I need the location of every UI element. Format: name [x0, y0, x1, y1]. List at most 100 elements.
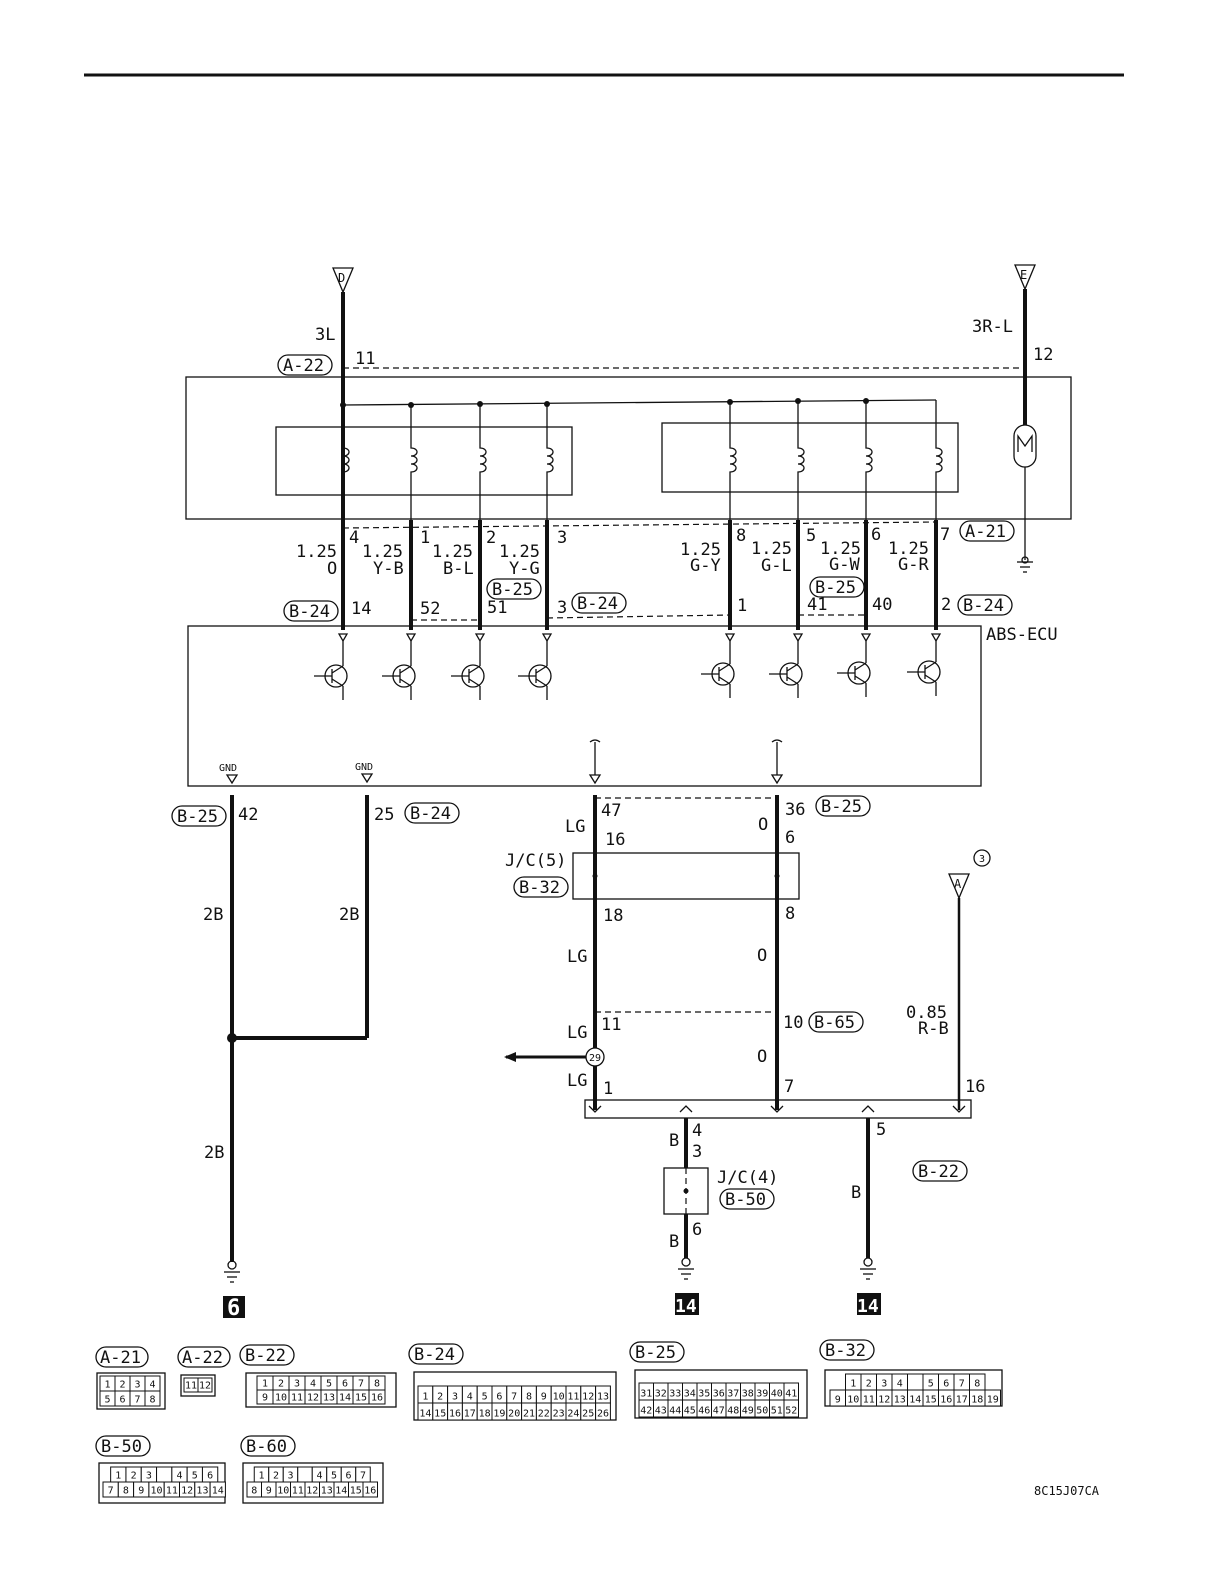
pin-47: 47: [601, 801, 621, 821]
connector-pin-cell: [984, 1389, 1001, 1407]
connector-pin-cell: [362, 1481, 378, 1498]
wire-b-1: B: [669, 1131, 679, 1151]
wire-lg-3: LG: [567, 1023, 587, 1043]
wire-o-1: O: [758, 815, 768, 835]
connector-pin-number: 50: [756, 1406, 768, 1417]
connector-pin-number: 5: [104, 1395, 110, 1406]
svg-text:1.25: 1.25: [751, 539, 792, 559]
connector-pin-number: 3: [452, 1392, 458, 1403]
connector-pin-number: 11: [567, 1392, 579, 1403]
connector-pin-number: 3: [294, 1379, 300, 1390]
splice-29: 29: [504, 1047, 605, 1067]
wire-3rl-label: 3R-L: [972, 317, 1013, 337]
connector-pin-number: 2: [278, 1379, 284, 1390]
svg-text:B-24: B-24: [289, 602, 330, 622]
pin-b24-14: 14: [351, 599, 371, 619]
connector-pin-number: 7: [959, 1379, 965, 1390]
connector-pin-number: 9: [266, 1486, 272, 1497]
abs-ecu-box: [187, 625, 982, 787]
connector-pin-number: 15: [350, 1486, 362, 1497]
pin-b24-2: 2: [941, 595, 951, 615]
svg-text:14: 14: [857, 1296, 879, 1317]
connector-pin-number: 4: [149, 1380, 155, 1391]
ground-point-14b: 14: [857, 1293, 881, 1317]
svg-text:B-22: B-22: [918, 1162, 959, 1182]
connector-pin-number: 1: [115, 1471, 121, 1482]
svg-text:1.25: 1.25: [499, 542, 540, 562]
pin-8: 8: [785, 904, 795, 924]
svg-text:B-24: B-24: [410, 804, 451, 824]
svg-text:1.25: 1.25: [888, 539, 929, 559]
connector-pin-number: 11: [292, 1486, 304, 1497]
connector-b65-tag: B-65: [808, 1011, 864, 1033]
pin-a21-7: 7: [940, 525, 950, 545]
abs-ecu-label: ABS-ECU: [986, 625, 1058, 645]
connector-pin-number: 4: [176, 1471, 182, 1482]
connector-pin-number: 10: [151, 1486, 163, 1497]
svg-text:G-R: G-R: [898, 555, 929, 575]
svg-text:B-24: B-24: [577, 594, 618, 614]
connector-pin-cell: [197, 1377, 213, 1393]
connector-pin-number: 49: [742, 1406, 754, 1417]
pin-42: 42: [238, 805, 258, 825]
svg-text:B-25: B-25: [821, 797, 862, 817]
pin-4-b22: 4: [692, 1121, 702, 1141]
wire-color-labels: O Y-B B-L Y-G G-Y G-L G-W G-R: [327, 555, 929, 579]
connector-pin-number: 31: [640, 1389, 652, 1400]
ecu-inputs: [337, 633, 942, 643]
connector-pin-number: 9: [138, 1486, 144, 1497]
wire-lg-2: LG: [567, 947, 587, 967]
connector-pin-number: 16: [371, 1393, 383, 1404]
connector-pin-number: 2: [119, 1380, 125, 1391]
pin-16-b22: 16: [965, 1077, 985, 1097]
connector-pin-number: 4: [310, 1379, 316, 1390]
svg-text:A-22: A-22: [283, 356, 324, 376]
connector-pin-number: 20: [508, 1409, 520, 1420]
connector-pin-number: 35: [698, 1389, 710, 1400]
connector-b25-tag-gnd: B-25: [171, 805, 227, 827]
hydraulic-unit-box: [185, 376, 1072, 520]
terminal-e: E: [1014, 264, 1036, 291]
connector-pin-number: 14: [909, 1395, 921, 1406]
pin-a21-3: 3: [557, 528, 567, 548]
connector-pin-number: 41: [785, 1389, 797, 1400]
pin-b25-41: 41: [807, 595, 827, 615]
svg-text:B-25: B-25: [635, 1343, 676, 1363]
connector-pin-number: 7: [358, 1379, 364, 1390]
svg-text:A-22: A-22: [182, 1348, 223, 1368]
svg-text:A-21: A-21: [100, 1348, 141, 1368]
ground-symbol-14a: [678, 1257, 694, 1280]
connector-pin-number: 36: [713, 1389, 725, 1400]
connector-pin-number: 16: [364, 1486, 376, 1497]
connector-pin-number: 13: [321, 1486, 333, 1497]
solenoid-group-left: [275, 426, 573, 496]
connector-pin-number: 5: [928, 1379, 934, 1390]
connector-pin-number: 9: [262, 1393, 268, 1404]
connector-pin-number: 44: [669, 1406, 681, 1417]
connector-pin-number: 10: [275, 1393, 287, 1404]
connector-pin-number: 1: [104, 1380, 110, 1391]
connector-pin-number: 52: [785, 1406, 797, 1417]
svg-text:B-25: B-25: [177, 807, 218, 827]
connector-pin-number: 48: [727, 1406, 739, 1417]
svg-text:B-25: B-25: [492, 580, 533, 600]
connector-pin-number: 37: [727, 1389, 739, 1400]
connector-pin-cell: [297, 1466, 313, 1483]
svg-text:B-50: B-50: [725, 1190, 766, 1210]
connector-b50-tag: B-50: [719, 1188, 775, 1210]
wire-2b-2: 2B: [339, 905, 359, 925]
connector-pin-number: 40: [771, 1389, 783, 1400]
wire-2b-1: 2B: [203, 905, 223, 925]
pin-10: 10: [783, 1013, 803, 1033]
pin-11: 11: [355, 349, 375, 369]
connector-pin-number: 17: [956, 1395, 968, 1406]
terminal-e-label: E: [1020, 268, 1027, 282]
connector-b32-tag: B-32: [513, 876, 569, 898]
connector-pin-cell: [907, 1373, 924, 1391]
ground-wires: [230, 795, 369, 1262]
ground-splice: [227, 1033, 237, 1043]
connector-pin-number: 12: [582, 1392, 594, 1403]
connector-pin-number: 10: [553, 1392, 565, 1403]
connector-pin-number: 7: [360, 1471, 366, 1482]
